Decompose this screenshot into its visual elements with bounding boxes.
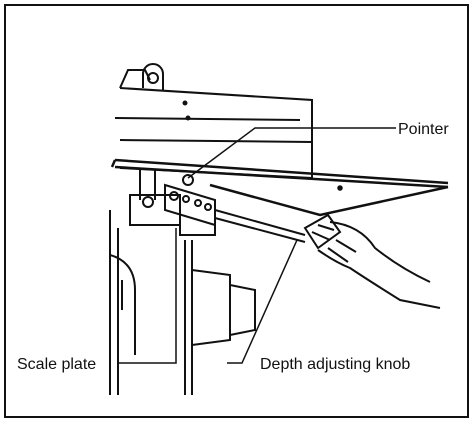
depth-knob-assembly: [214, 209, 441, 309]
body-housing: [109, 210, 256, 395]
outer-border: [4, 4, 469, 418]
depth-knob-label: Depth adjusting knob: [260, 356, 410, 373]
pointer-leader: [187, 127, 396, 179]
sole-plate: [110, 158, 449, 217]
leader-lines: [118, 127, 396, 364]
pointer-label: Pointer: [398, 121, 449, 138]
scale-plate-label: Scale plate: [17, 356, 96, 373]
scale-plate-bracket: [129, 170, 216, 236]
scale-plate-leader: [118, 228, 177, 364]
depth-knob-leader: [227, 239, 298, 364]
